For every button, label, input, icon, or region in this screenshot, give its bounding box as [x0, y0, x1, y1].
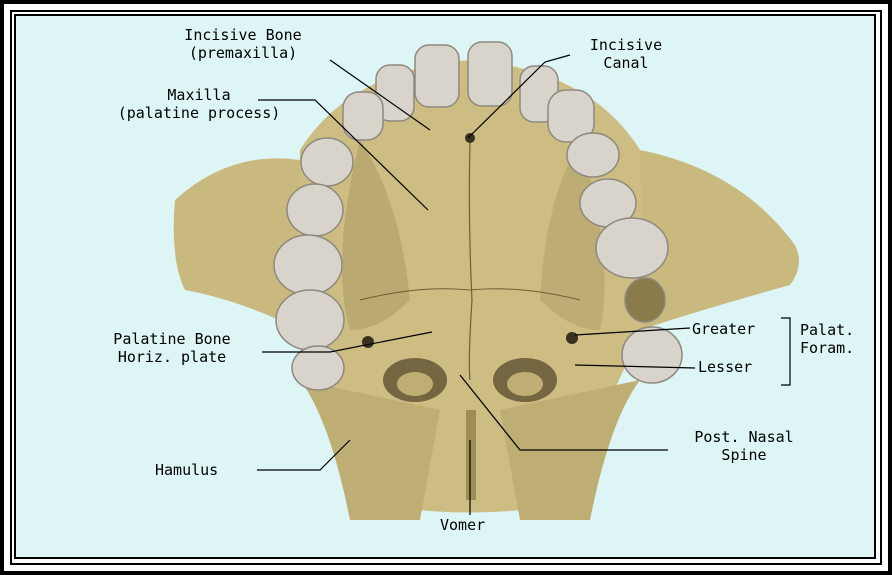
- label-greater: Greater: [692, 320, 755, 338]
- label-incisive-bone: Incisive Bone (premaxilla): [150, 26, 336, 62]
- label-palat-foram: Palat. Foram.: [800, 321, 854, 357]
- label-vomer: Vomer: [440, 516, 485, 534]
- label-lesser: Lesser: [698, 358, 752, 376]
- label-palatine-bone: Palatine Bone Horiz. plate: [82, 330, 262, 366]
- label-post-nasal-spine: Post. Nasal Spine: [668, 428, 820, 464]
- label-maxilla: Maxilla (palatine process): [76, 86, 322, 122]
- label-hamulus: Hamulus: [155, 461, 218, 479]
- label-incisive-canal: Incisive Canal: [565, 36, 687, 72]
